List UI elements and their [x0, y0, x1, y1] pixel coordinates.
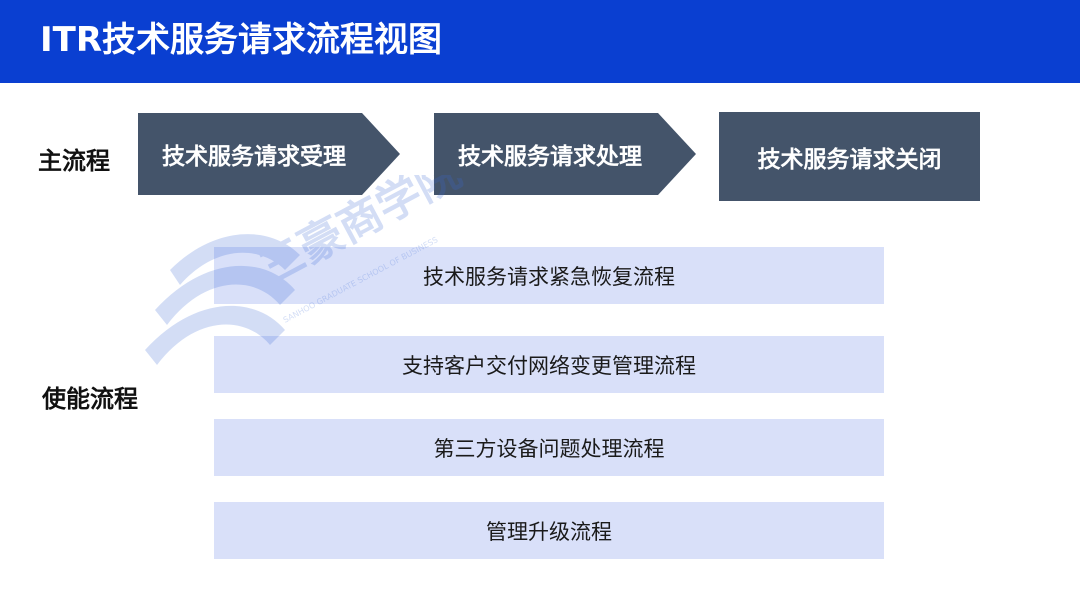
enable-process-network-change: 支持客户交付网络变更管理流程 — [214, 336, 884, 393]
enable-process-label-heading: 使能流程 — [42, 385, 138, 413]
main-step-label: 技术服务请求受理 — [162, 144, 346, 170]
header-bar: ITR技术服务请求流程视图 — [0, 0, 1080, 83]
main-step-label: 技术服务请求关闭 — [757, 146, 942, 173]
main-step-handle: 技术服务请求处理 — [434, 113, 696, 195]
enable-process-label: 第三方设备问题处理流程 — [433, 436, 665, 461]
page-title: ITR技术服务请求流程视图 — [40, 20, 443, 60]
main-process-label: 主流程 — [38, 147, 110, 175]
enable-process-label: 支持客户交付网络变更管理流程 — [402, 353, 696, 378]
main-step-label: 技术服务请求处理 — [458, 144, 642, 170]
enable-process-escalation: 管理升级流程 — [214, 502, 884, 559]
enable-process-emergency-recovery: 技术服务请求紧急恢复流程 — [214, 247, 884, 304]
main-step-accept: 技术服务请求受理 — [138, 113, 400, 195]
enable-process-label: 技术服务请求紧急恢复流程 — [423, 264, 675, 289]
enable-process-third-party: 第三方设备问题处理流程 — [214, 419, 884, 476]
main-step-close: 技术服务请求关闭 — [719, 112, 980, 201]
enable-process-label: 管理升级流程 — [486, 519, 612, 544]
